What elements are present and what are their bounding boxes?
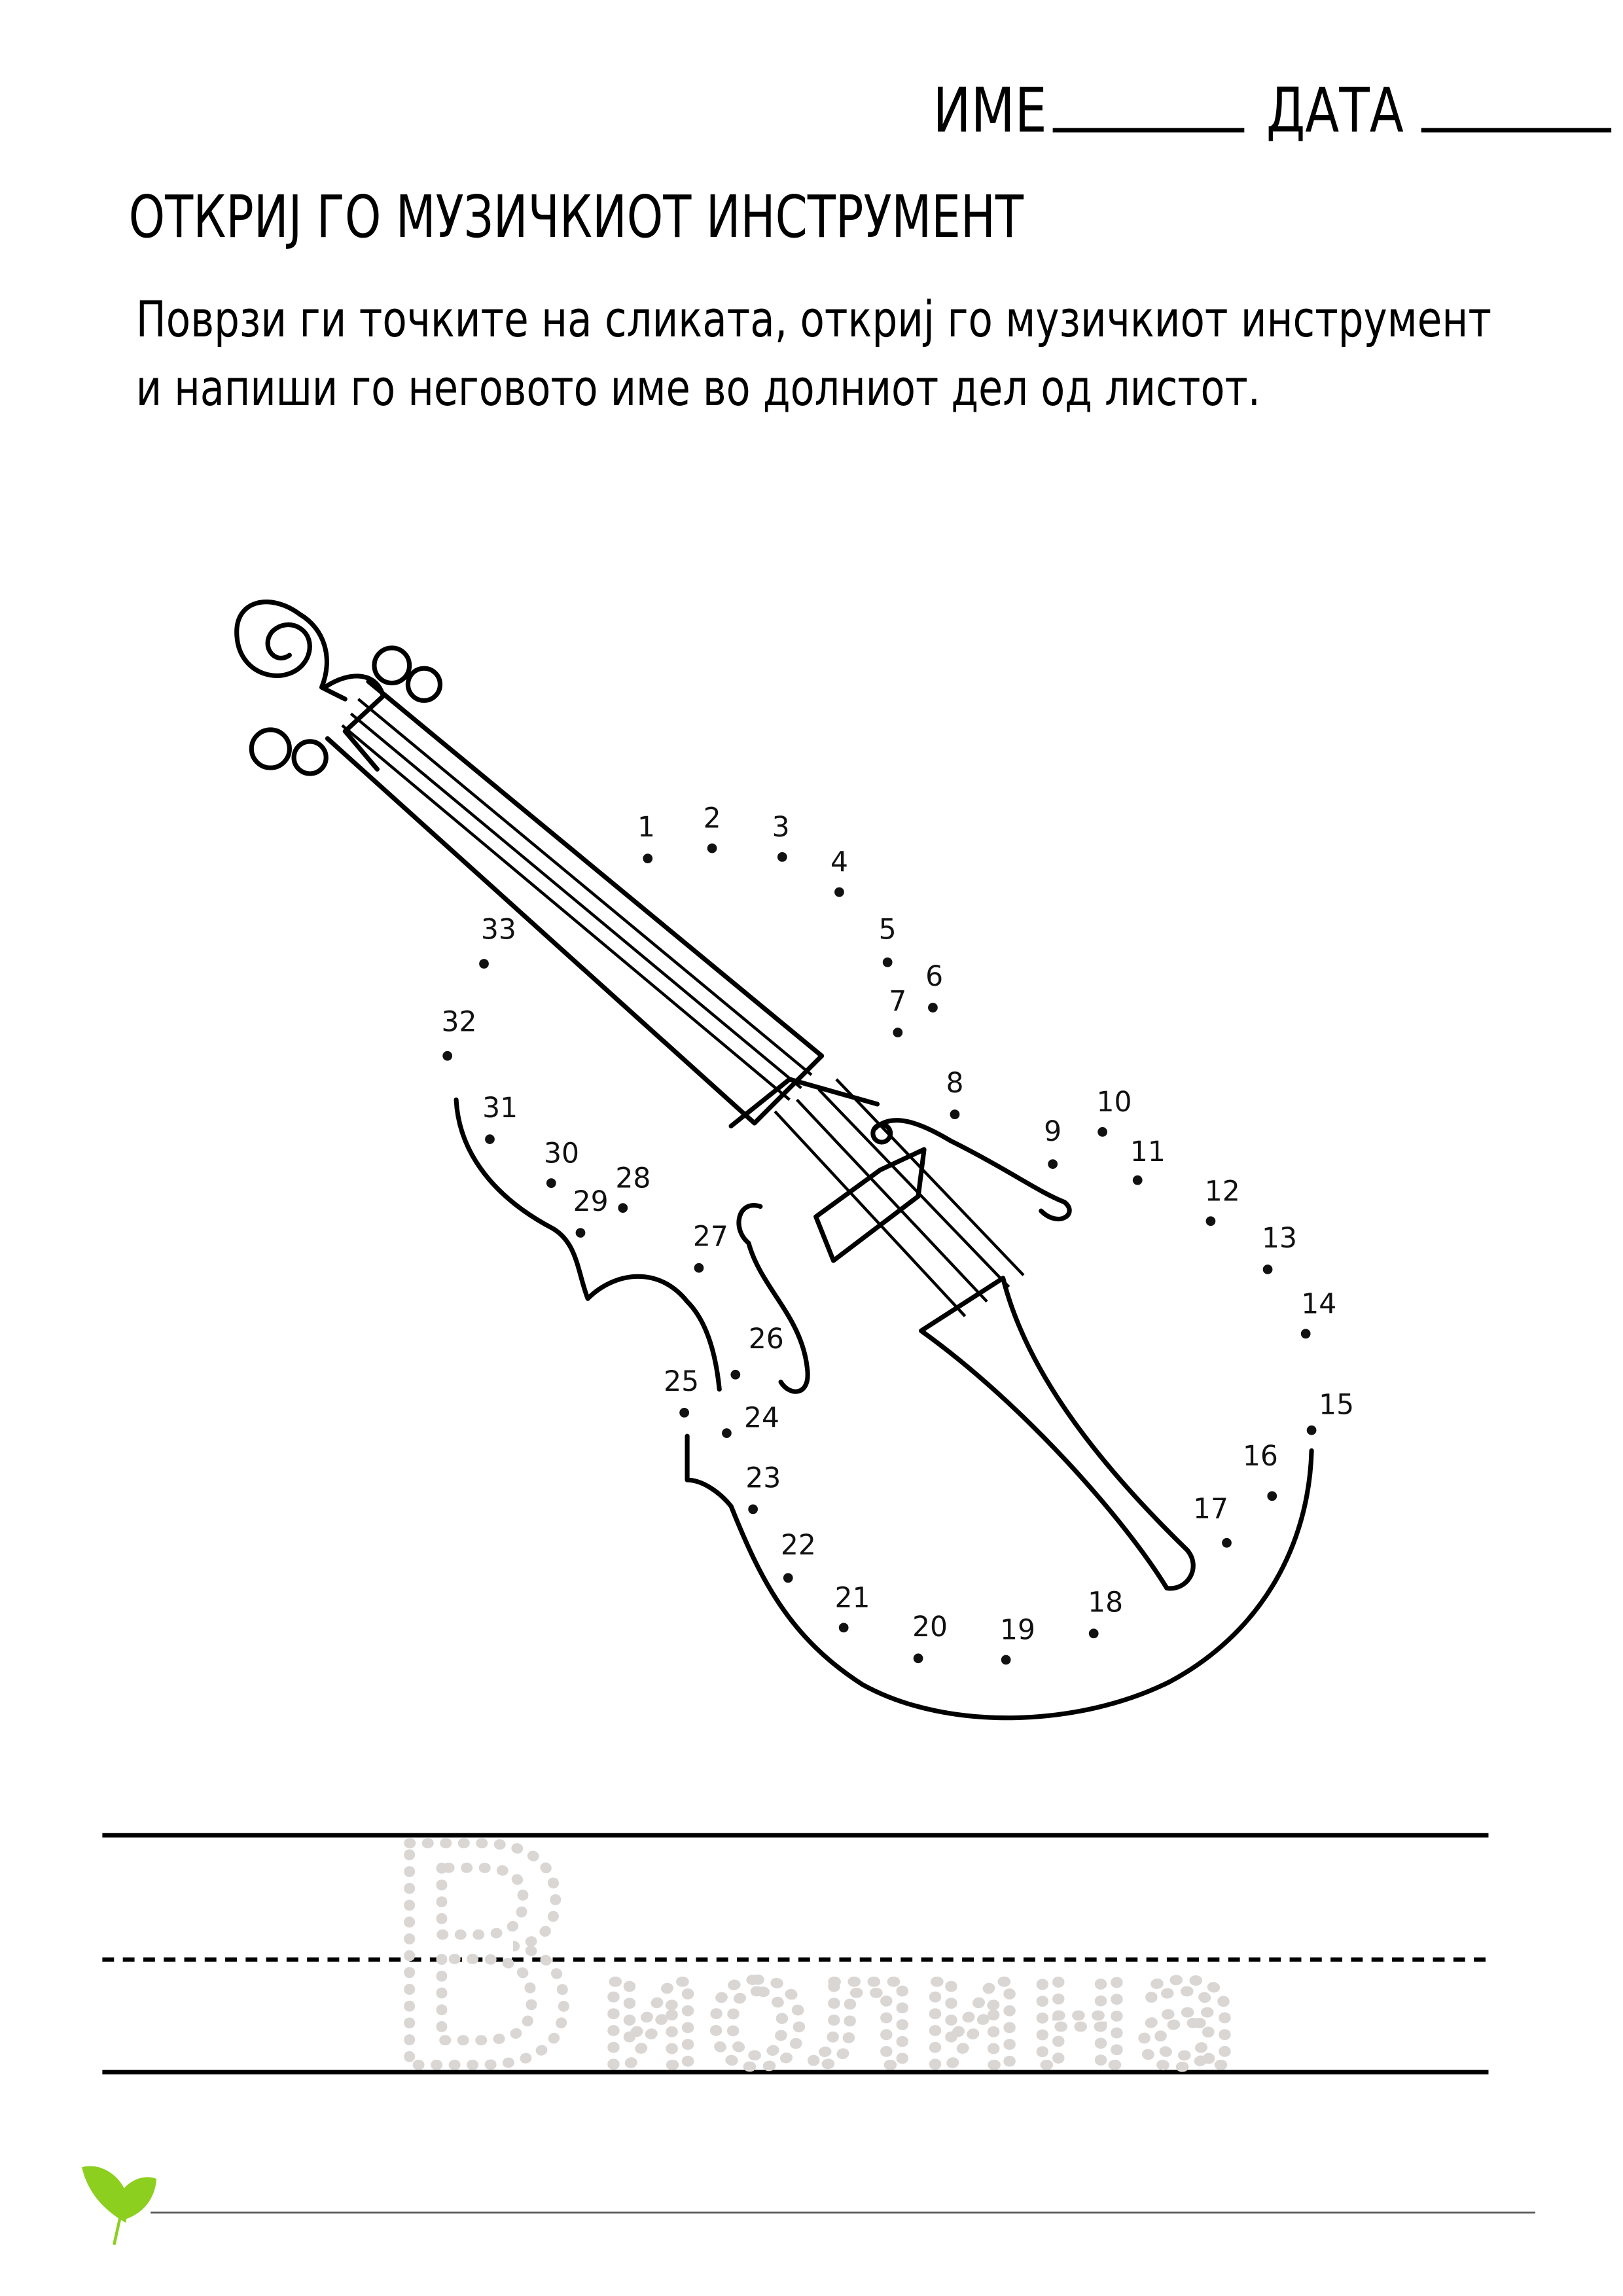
dot-number: 2 — [704, 803, 721, 835]
dot-number: 20 — [912, 1611, 948, 1643]
dot-point — [838, 1623, 849, 1633]
dot-point — [730, 1369, 741, 1380]
dot-number: 3 — [772, 812, 790, 844]
dot-number: 19 — [1000, 1615, 1035, 1647]
dot-number: 30 — [544, 1138, 579, 1170]
dot-point — [1267, 1491, 1277, 1501]
dot-number: 13 — [1262, 1223, 1297, 1255]
dot-number: 31 — [482, 1092, 518, 1124]
dot-point — [928, 1003, 938, 1013]
dot-point — [1097, 1127, 1107, 1137]
dot-number: 22 — [781, 1530, 816, 1562]
dot-number: 28 — [615, 1162, 651, 1194]
dot-point — [777, 852, 787, 862]
instruction-line-1: Поврзи ги точките на сликата, откриј го … — [136, 290, 1491, 348]
dot-number: 5 — [879, 914, 897, 946]
instruction-line-2: и напиши го неговото име во долниот дел … — [136, 359, 1260, 417]
dot-number: 23 — [745, 1462, 781, 1494]
dot-number: 6 — [925, 961, 943, 993]
dot-number: 21 — [835, 1583, 870, 1615]
page-title: ОТКРИЈ ГО МУЗИЧКИОТ ИНСТРУМЕНТ — [129, 183, 1024, 251]
tracing-word-rest: иолина — [597, 1924, 1240, 2101]
dot-number: 33 — [481, 914, 516, 946]
violin-drawing — [234, 600, 1314, 1721]
dot-point — [1262, 1265, 1273, 1274]
dot-number: 11 — [1130, 1136, 1166, 1168]
dot-number: 18 — [1088, 1587, 1123, 1619]
dot-point — [1222, 1537, 1232, 1548]
dot-point — [707, 843, 717, 853]
dot-point — [913, 1653, 923, 1664]
dot-number: 26 — [749, 1323, 784, 1355]
dot-number: 32 — [442, 1006, 477, 1038]
tracing-first-letter: В — [383, 1783, 579, 2137]
dot-number: 8 — [946, 1067, 963, 1100]
dot-point — [950, 1109, 960, 1119]
dot-point — [1001, 1655, 1011, 1665]
dot-number: 17 — [1193, 1493, 1228, 1525]
dot-point — [575, 1228, 586, 1238]
date-label: ДАТА — [1266, 75, 1404, 147]
dot-point — [618, 1203, 628, 1213]
dot-point — [546, 1178, 556, 1188]
dot-number: 7 — [889, 986, 906, 1018]
dot-point — [1300, 1329, 1311, 1339]
dot-number: 14 — [1301, 1288, 1336, 1320]
dot-point — [1306, 1425, 1317, 1435]
dot-point — [893, 1028, 903, 1037]
dot-point — [1048, 1159, 1058, 1169]
dot-point — [834, 887, 844, 897]
dot-number: 16 — [1243, 1441, 1278, 1473]
dot-point — [1205, 1216, 1216, 1227]
dot-number: 10 — [1096, 1086, 1132, 1119]
dot-number: 25 — [664, 1366, 699, 1398]
dot-point — [783, 1573, 793, 1583]
dot-point — [679, 1408, 689, 1418]
dot-number: 9 — [1044, 1116, 1061, 1148]
dot-point — [1088, 1628, 1099, 1639]
dot-point — [643, 853, 653, 863]
dot-number: 15 — [1319, 1390, 1354, 1422]
dot-number: 4 — [830, 847, 848, 879]
dot-point — [479, 959, 489, 969]
dot-point — [748, 1504, 758, 1515]
dot-point — [882, 957, 893, 967]
dot-point — [694, 1263, 704, 1273]
dot-number: 12 — [1205, 1175, 1240, 1208]
dot-number: 1 — [637, 812, 655, 844]
dot-number: 24 — [744, 1403, 779, 1435]
dot-point — [485, 1134, 495, 1144]
name-label: ИМЕ — [933, 75, 1046, 147]
leaf-logo-icon — [82, 2166, 157, 2246]
dot-number: 27 — [693, 1221, 728, 1253]
dot-point — [1132, 1175, 1143, 1185]
dot-point — [442, 1050, 453, 1061]
dot-point — [722, 1428, 732, 1439]
dot-number: 29 — [573, 1186, 609, 1218]
